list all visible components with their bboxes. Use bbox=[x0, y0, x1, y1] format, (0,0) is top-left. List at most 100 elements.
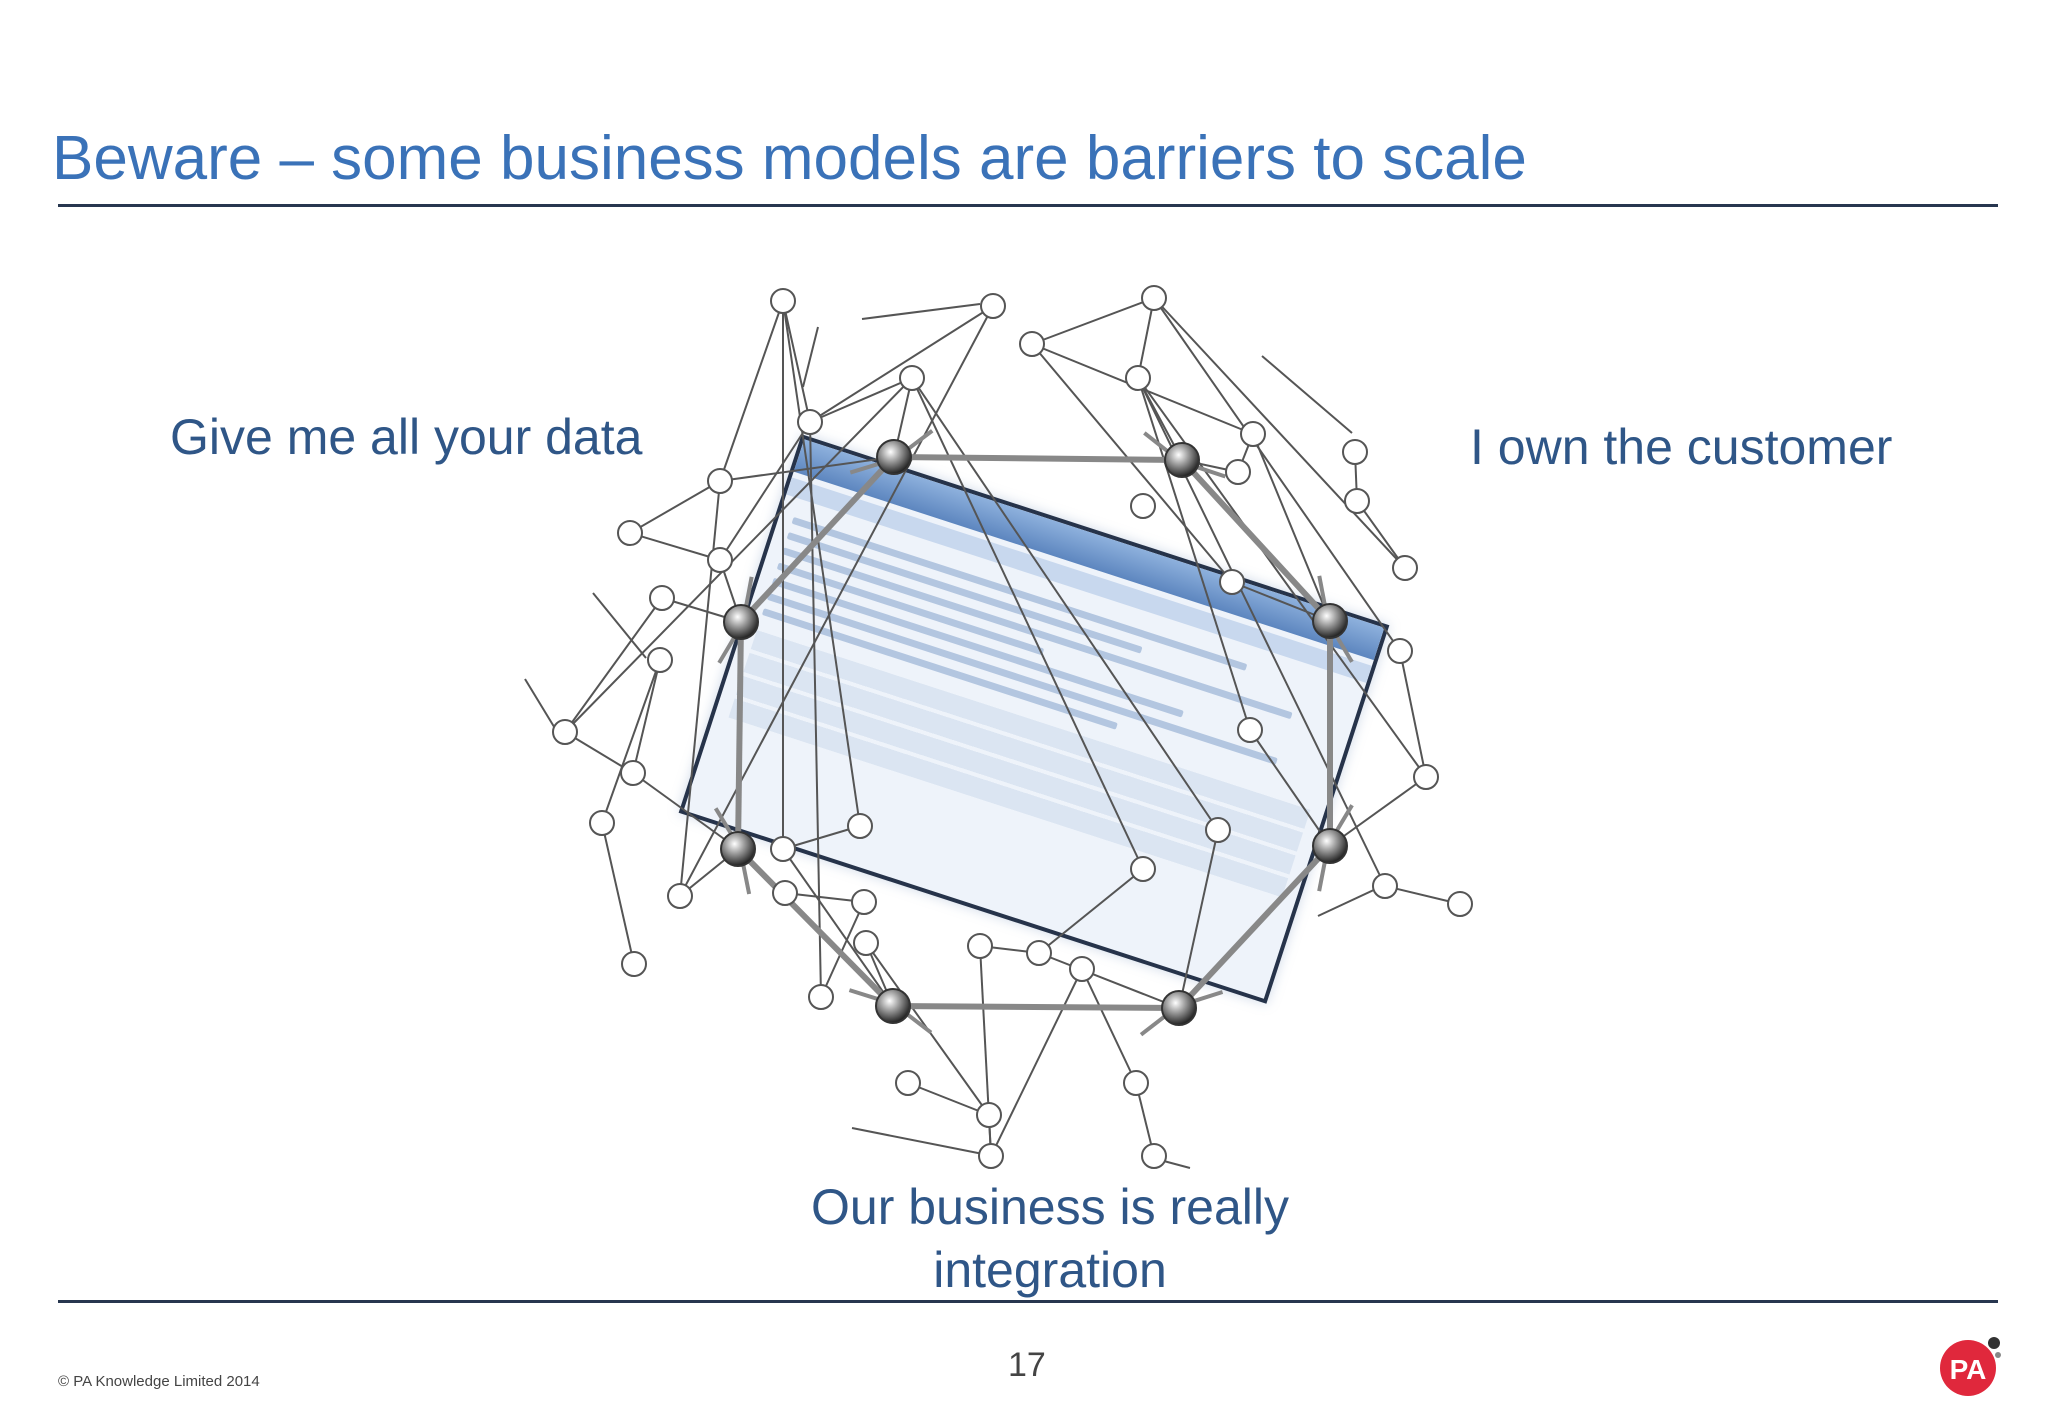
circle-node-icon bbox=[1342, 439, 1368, 465]
network-link bbox=[1153, 297, 1406, 569]
hub-ring-segment bbox=[1176, 843, 1333, 1011]
hub-ring-segment bbox=[1179, 457, 1333, 624]
network-link bbox=[679, 305, 994, 897]
network-link bbox=[719, 456, 895, 482]
network-link bbox=[911, 377, 1144, 870]
hub-ring-segment bbox=[893, 454, 1183, 463]
network-link bbox=[990, 968, 1083, 1157]
network-link bbox=[524, 678, 557, 731]
network-link bbox=[1137, 377, 1427, 778]
callout-line-2: integration bbox=[933, 1241, 1167, 1298]
circle-node-icon bbox=[1344, 488, 1370, 514]
network-link bbox=[782, 848, 894, 1007]
circle-node-icon bbox=[1372, 873, 1398, 899]
network-link bbox=[1356, 500, 1406, 569]
sphere-node-icon bbox=[1161, 990, 1197, 1026]
network-link bbox=[564, 377, 913, 733]
callout-give-me-all-your-data: Give me all your data bbox=[170, 409, 643, 465]
circle-node-icon bbox=[552, 719, 578, 745]
network-link bbox=[861, 303, 981, 320]
network-link bbox=[719, 421, 811, 561]
network-link bbox=[601, 659, 661, 824]
circle-node-icon bbox=[853, 930, 879, 956]
callout-line-1: Our business is really bbox=[811, 1179, 1289, 1235]
network-link bbox=[802, 326, 819, 388]
network-link bbox=[1137, 297, 1155, 379]
network-link bbox=[629, 532, 721, 561]
circle-node-icon bbox=[772, 880, 798, 906]
circle-node-icon bbox=[797, 409, 823, 435]
circle-node-icon bbox=[1123, 1070, 1149, 1096]
network-link bbox=[632, 772, 739, 850]
circle-node-icon bbox=[1130, 856, 1156, 882]
network-link bbox=[1038, 952, 1180, 1009]
network-link bbox=[911, 377, 1219, 831]
network-link bbox=[820, 901, 865, 998]
network-link bbox=[809, 377, 913, 423]
circle-node-icon bbox=[1387, 638, 1413, 664]
circle-node-icon bbox=[1413, 764, 1439, 790]
circle-node-icon bbox=[1141, 1143, 1167, 1169]
sphere-node-icon bbox=[1312, 828, 1348, 864]
circle-node-icon bbox=[1125, 365, 1151, 391]
network-link bbox=[1178, 829, 1219, 1009]
network-link bbox=[784, 892, 865, 903]
circle-node-icon bbox=[808, 984, 834, 1010]
circle-node-icon bbox=[1392, 555, 1418, 581]
network-link bbox=[632, 659, 661, 774]
circle-node-icon bbox=[899, 365, 925, 391]
circle-node-icon bbox=[620, 760, 646, 786]
slide-title: Beware – some business models are barrie… bbox=[52, 124, 1527, 193]
circle-node-icon bbox=[1019, 331, 1045, 357]
network-link bbox=[1317, 887, 1379, 917]
sphere-node-icon bbox=[723, 604, 759, 640]
callout-i-own-the-customer: I own the customer bbox=[1470, 419, 1893, 475]
circle-node-icon bbox=[1225, 459, 1251, 485]
network-link bbox=[719, 300, 784, 482]
hub-ring-segment bbox=[892, 1003, 1180, 1011]
circle-node-icon bbox=[647, 647, 673, 673]
circle-node-icon bbox=[667, 883, 693, 909]
circle-node-icon bbox=[1219, 569, 1245, 595]
circle-node-icon bbox=[770, 288, 796, 314]
network-link bbox=[1137, 377, 1251, 731]
circle-node-icon bbox=[1447, 891, 1473, 917]
callout-our-business-is-integration: Our business is really integration bbox=[760, 1176, 1340, 1301]
hub-ring-segment bbox=[735, 846, 896, 1009]
network-link bbox=[1261, 355, 1353, 434]
network-link bbox=[809, 305, 994, 423]
network-link bbox=[907, 1082, 990, 1116]
network-link bbox=[564, 597, 663, 733]
circle-node-icon bbox=[1069, 956, 1095, 982]
circle-node-icon bbox=[621, 951, 647, 977]
copyright-notice: © PA Knowledge Limited 2014 bbox=[58, 1373, 260, 1390]
network-link bbox=[1252, 433, 1331, 622]
sphere-node-icon bbox=[720, 831, 756, 867]
network-link bbox=[1031, 297, 1155, 345]
circle-node-icon bbox=[589, 810, 615, 836]
circle-node-icon bbox=[851, 889, 877, 915]
sphere-node-icon bbox=[875, 988, 911, 1024]
sphere-node-icon bbox=[876, 439, 912, 475]
network-link bbox=[629, 480, 721, 534]
network-link bbox=[782, 300, 811, 423]
network-link bbox=[1399, 650, 1427, 778]
sphere-node-icon bbox=[1312, 603, 1348, 639]
page-number: 17 bbox=[1008, 1346, 1046, 1384]
circle-node-icon bbox=[1130, 493, 1156, 519]
footer-divider bbox=[58, 1300, 1998, 1303]
network-link bbox=[1153, 297, 1401, 652]
network-link bbox=[601, 822, 635, 965]
circle-node-icon bbox=[978, 1143, 1004, 1169]
circle-node-icon bbox=[967, 933, 993, 959]
pa-consulting-logo: PA bbox=[1940, 1337, 2001, 1396]
title-divider bbox=[58, 204, 1998, 207]
network-link bbox=[1329, 776, 1427, 847]
circle-node-icon bbox=[1240, 421, 1266, 447]
network-link bbox=[851, 1127, 989, 1156]
network-link bbox=[1081, 968, 1137, 1084]
circle-node-icon bbox=[847, 813, 873, 839]
circle-node-icon bbox=[895, 1070, 921, 1096]
network-link bbox=[782, 300, 861, 827]
circle-node-icon bbox=[1026, 940, 1052, 966]
